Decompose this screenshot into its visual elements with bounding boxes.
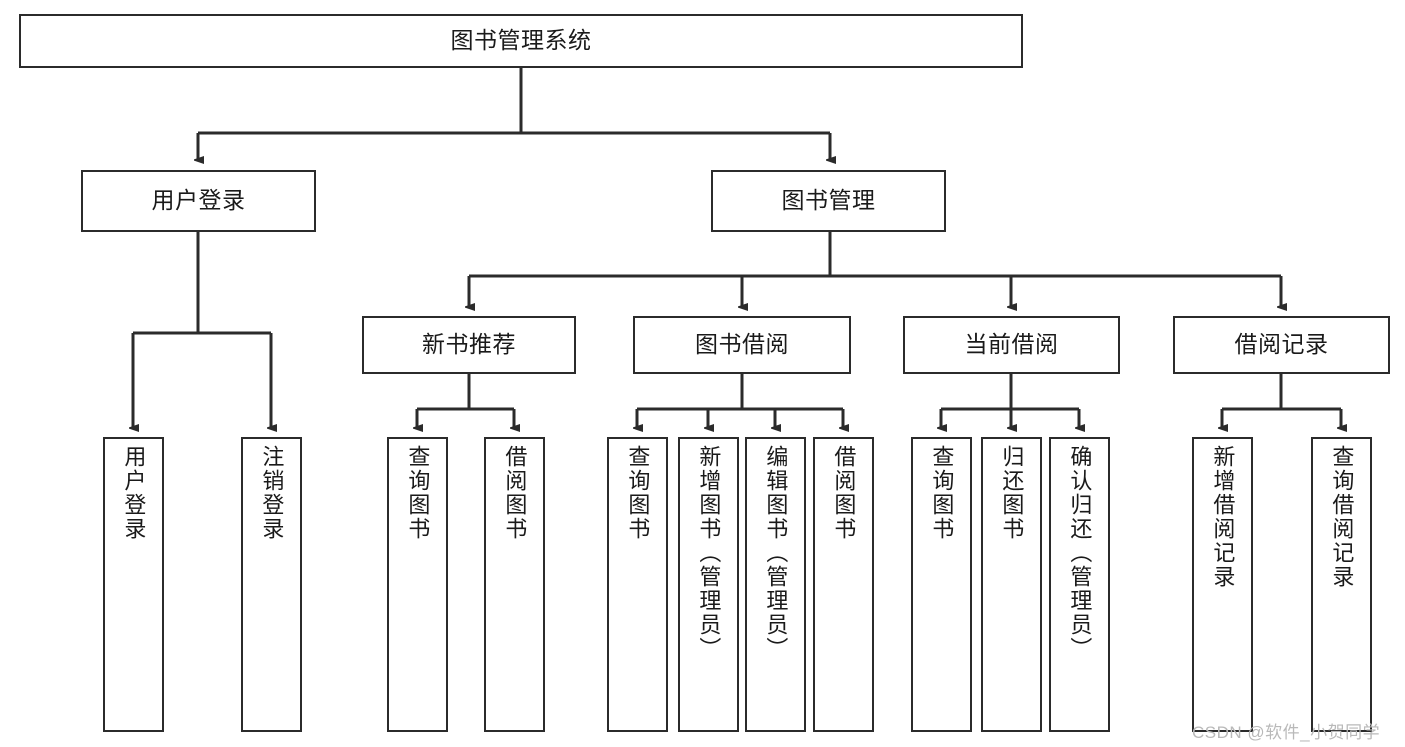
node-label: 查询借阅记录: [1329, 445, 1355, 589]
node-label: 借阅图书: [831, 445, 857, 541]
node-leaf-edit-book-admin[interactable]: 编辑图书（管理员）: [745, 437, 806, 732]
node-leaf-query-book-new[interactable]: 查询图书: [387, 437, 448, 732]
node-label: 确认归还（管理员）: [1067, 445, 1093, 661]
node-leaf-confirm-return-admin[interactable]: 确认归还（管理员）: [1049, 437, 1110, 732]
node-leaf-query-borrow-record[interactable]: 查询借阅记录: [1311, 437, 1372, 732]
node-leaf-query-book-borrow[interactable]: 查询图书: [607, 437, 668, 732]
node-leaf-return-book[interactable]: 归还图书: [981, 437, 1042, 732]
node-label: 归还图书: [999, 445, 1025, 541]
node-leaf-borrow-book[interactable]: 借阅图书: [813, 437, 874, 732]
node-leaf-add-borrow-record[interactable]: 新增借阅记录: [1192, 437, 1253, 732]
node-label: 借阅图书: [502, 445, 528, 541]
node-label: 查询图书: [625, 445, 651, 541]
node-book-management-system[interactable]: 图书管理系统: [19, 14, 1023, 68]
node-leaf-borrow-book-new[interactable]: 借阅图书: [484, 437, 545, 732]
node-label: 图书借阅: [695, 331, 789, 358]
node-label: 编辑图书（管理员）: [763, 445, 789, 661]
node-leaf-user-login[interactable]: 用户登录: [103, 437, 164, 732]
node-label: 当前借阅: [964, 331, 1059, 358]
node-new-book-recommendation[interactable]: 新书推荐: [362, 316, 576, 374]
node-label: 新书推荐: [422, 331, 516, 358]
node-label: 借阅记录: [1234, 331, 1329, 358]
node-leaf-add-book-admin[interactable]: 新增图书（管理员）: [678, 437, 739, 732]
node-label: 用户登录: [151, 187, 246, 214]
node-book-borrowing[interactable]: 图书借阅: [633, 316, 851, 374]
node-borrowing-record[interactable]: 借阅记录: [1173, 316, 1390, 374]
node-label: 图书管理: [781, 187, 876, 214]
node-label: 注销登录: [259, 445, 285, 541]
node-leaf-query-book-current[interactable]: 查询图书: [911, 437, 972, 732]
node-label: 查询图书: [929, 445, 955, 541]
node-label: 查询图书: [405, 445, 431, 541]
node-label: 图书管理系统: [450, 27, 592, 54]
node-book-management[interactable]: 图书管理: [711, 170, 946, 232]
node-user-login[interactable]: 用户登录: [81, 170, 316, 232]
node-leaf-user-logout[interactable]: 注销登录: [241, 437, 302, 732]
node-label: 新增图书（管理员）: [696, 445, 722, 661]
node-current-borrowing[interactable]: 当前借阅: [903, 316, 1120, 374]
node-label: 用户登录: [121, 445, 147, 541]
csdn-watermark: CSDN @软件_小贺同学: [1192, 723, 1381, 742]
node-label: 新增借阅记录: [1210, 445, 1236, 589]
